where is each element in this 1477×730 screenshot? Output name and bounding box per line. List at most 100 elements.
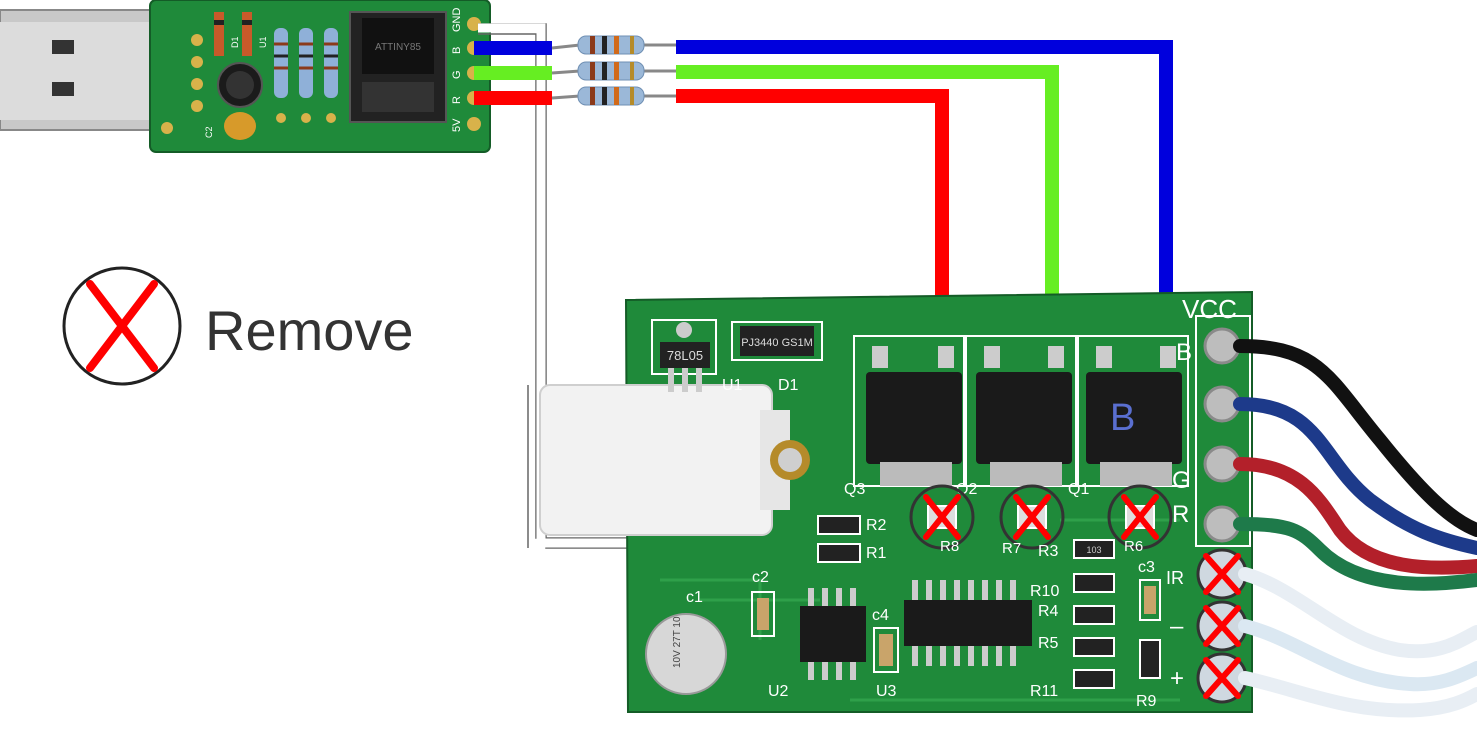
usb-pin-gnd-pad [467, 17, 481, 31]
label-r11: R11 [1030, 683, 1058, 700]
capacitor-c1 [645, 613, 727, 695]
remove-x-icon [86, 280, 158, 372]
ic-chip [362, 18, 434, 74]
pad [191, 100, 203, 112]
label-r4: R4 [1038, 603, 1059, 620]
ceramic-capacitor [224, 112, 256, 140]
label-r1: R1 [866, 545, 887, 562]
cable-white-1 [1238, 567, 1477, 659]
usb-resistor-1 [274, 28, 288, 98]
remove-legend-label: Remove [205, 299, 414, 362]
header-label-g: G [1172, 467, 1191, 494]
ir-pin-label: IR [1166, 568, 1184, 588]
mosfet-mark-b: B [1110, 397, 1135, 439]
resistor-lead [551, 43, 581, 50]
smd-resistor-text: 103 [1086, 545, 1101, 555]
connector-screw [778, 448, 802, 472]
controller-board: 78L05 U1 PJ3440 GS1M D1 [539, 290, 1253, 713]
regulator-pin [676, 322, 692, 338]
label-c3: c3 [1138, 559, 1155, 576]
header-label-r: R [1172, 501, 1189, 528]
d1-outline [731, 321, 823, 361]
pad [191, 34, 203, 46]
label-d1: D1 [778, 377, 799, 394]
usb-label-u1: U1 [258, 36, 268, 48]
pad [276, 113, 286, 123]
label-r10: R10 [1030, 583, 1059, 600]
capacitor-c4-outline [873, 627, 899, 673]
usb-label-c2: C2 [204, 126, 214, 138]
label-q1: Q1 [1068, 481, 1089, 498]
inline-resistor-green [577, 61, 645, 81]
diode-d1 [740, 326, 814, 356]
resistor-r2 [817, 515, 861, 535]
output-header-outline [1195, 315, 1251, 547]
ic-chip-text: ATTINY85 [375, 42, 421, 53]
usb-pin-label-r: R [451, 96, 463, 104]
pad [161, 122, 173, 134]
zener-diode-1 [214, 12, 224, 56]
cable-black [1233, 339, 1477, 537]
resistor-r1 [817, 543, 861, 563]
mosfet-q2 [965, 335, 1077, 487]
usb-resistor-2 [299, 28, 313, 98]
resistor-lead [551, 69, 581, 75]
removed-resistor-r6 [1107, 484, 1173, 550]
output-cables [1233, 339, 1477, 718]
wires [474, 23, 1173, 549]
removed-resistor-r7 [999, 484, 1065, 550]
diode-text: PJ3440 GS1M [741, 337, 813, 349]
usb-pin-label-5v: 5V [451, 118, 463, 132]
smd-resistor-column [1073, 539, 1115, 689]
usb-resistor-3 [324, 28, 338, 98]
label-r8: R8 [940, 538, 959, 555]
header-vcc-label: VCC [1182, 294, 1237, 324]
pad [301, 113, 311, 123]
blue-wire [676, 40, 1173, 345]
capacitor-c3 [1144, 586, 1156, 614]
header-label-b: B [1176, 339, 1192, 366]
capacitor-c3-outline [1139, 579, 1161, 621]
label-c4: c4 [872, 607, 889, 624]
diode-band [214, 20, 224, 25]
ir-minus-label: – [1170, 613, 1184, 640]
usb-pin-5v-pad [467, 117, 481, 131]
label-r6: R6 [1124, 538, 1143, 555]
usb-pin-label-g: G [451, 70, 463, 79]
usb-plug-hole-top [52, 40, 74, 54]
regulator-leg [696, 368, 702, 392]
resistor-lead [551, 94, 581, 100]
legend [62, 266, 182, 386]
regulator-text: 78L05 [667, 348, 703, 363]
usb-pin-label-b: B [451, 47, 463, 54]
label-r2: R2 [866, 517, 887, 534]
red-wire [676, 89, 949, 345]
green-wire [676, 65, 1059, 345]
label-r9: R9 [1136, 693, 1157, 710]
mosfet-q1 [1077, 335, 1189, 487]
usb-label-d1: D1 [230, 36, 240, 48]
cable-white-2 [1238, 619, 1477, 692]
label-r3: R3 [1038, 543, 1059, 560]
regulator-78l05 [660, 342, 710, 368]
label-u1: U1 [722, 377, 743, 394]
ir-plus-label: + [1170, 665, 1184, 692]
label-c1: c1 [686, 589, 703, 606]
inline-resistor-blue [577, 35, 645, 55]
pad [191, 78, 203, 90]
regulator-leg [682, 368, 688, 392]
label-c2: c2 [752, 569, 769, 586]
ic-socket-pins [362, 82, 434, 112]
regulator-leg [668, 368, 674, 392]
label-r5: R5 [1038, 635, 1059, 652]
diode-band [242, 20, 252, 25]
ic-u2 [800, 588, 866, 680]
label-r7: R7 [1002, 540, 1021, 557]
removed-resistor-r8 [909, 484, 975, 550]
usb-plug-hole-bottom [52, 82, 74, 96]
resistor-r9 [1139, 639, 1161, 679]
usb-board: ATTINY85 GND B G R 5V D1 U1 C2 [0, 0, 491, 153]
capacitor-top [226, 71, 254, 99]
capacitor-c1-text: 10V 27T 10 [672, 616, 683, 668]
